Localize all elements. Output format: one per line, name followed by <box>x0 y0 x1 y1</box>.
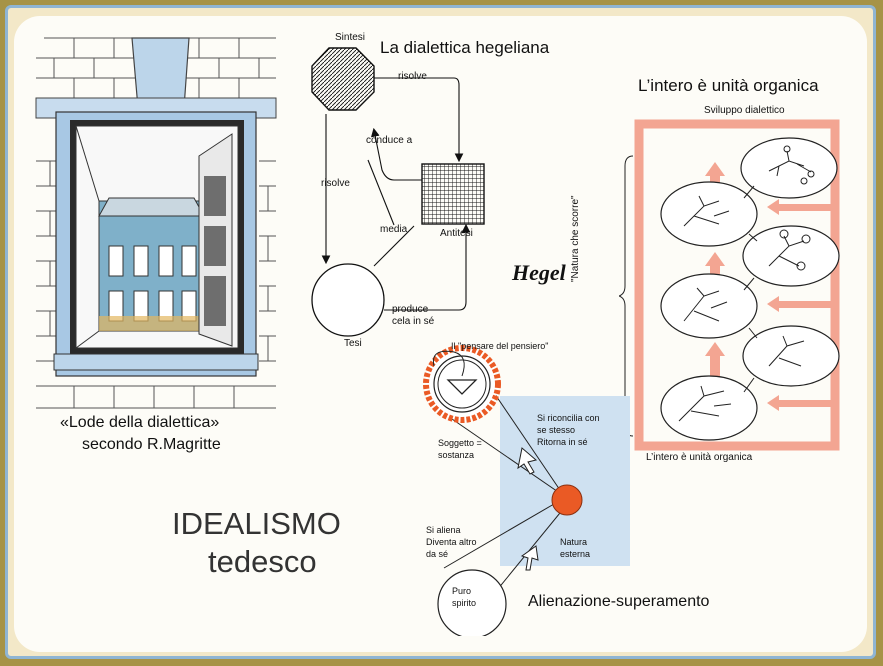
produce-label-line2: cela in sé <box>392 316 435 327</box>
puro-line2: spirito <box>452 598 477 608</box>
risolve-top-label: risolve <box>398 71 427 82</box>
sintesi-octagon <box>311 47 375 111</box>
risolve-left-label: risolve <box>321 178 350 189</box>
sviluppo-label: Sviluppo dialettico <box>704 105 785 116</box>
aliena-line2: Diventa altro <box>426 537 477 547</box>
tesi-label: Tesi <box>344 338 362 349</box>
riconcilia-line2: se stesso <box>537 425 576 435</box>
antitesi-label: Antitesi <box>440 228 473 239</box>
organic-bottom-label: L’intero è unità organica <box>646 452 753 463</box>
riconcilia-line1: Si riconcilia con <box>537 413 600 423</box>
aliena-line3: da sé <box>426 549 449 559</box>
main-title-line1: IDEALISMO <box>172 506 341 541</box>
puro-spirito-circle <box>437 569 507 636</box>
dialectic-title: La dialettica hegeliana <box>380 38 550 57</box>
antitesi-square <box>421 163 485 225</box>
soggetto-line2: sostanza <box>438 450 475 460</box>
magritte-caption-line1: «Lode della dialettica» <box>60 414 220 431</box>
natura-line1: Natura <box>560 537 588 547</box>
alienation-diagram <box>414 336 644 636</box>
soggetto-line1: Soggetto = <box>438 438 482 448</box>
organic-diagram <box>619 116 849 456</box>
magritte-window-illustration <box>14 16 284 416</box>
natura-esterna-node <box>551 484 583 516</box>
pensare-label: Il "pensare del pensiero" <box>451 341 549 351</box>
alienation-title: Alienazione-superamento <box>528 593 710 610</box>
sintesi-label: Sintesi <box>335 32 366 43</box>
hegel-label: Hegel <box>512 260 566 285</box>
main-title-line2: tedesco <box>208 544 317 579</box>
conduce-a-label: conduce a <box>366 135 413 146</box>
slide: «Lode della dialettica» secondo R.Magrit… <box>14 16 867 652</box>
dialectic-diagram <box>304 30 504 360</box>
produce-label-line1: produce <box>392 304 429 315</box>
puro-line1: Puro <box>452 586 472 596</box>
media-label: media <box>380 224 408 235</box>
tesi-circle <box>311 263 385 337</box>
natura-che-scorre-label: "Natura che scorre" <box>570 195 581 282</box>
natura-line2: esterna <box>560 549 591 559</box>
riconcilia-line3: Ritorna in sé <box>537 437 588 447</box>
magritte-caption-line2: secondo R.Magritte <box>82 436 221 453</box>
aliena-line1: Si aliena <box>426 525 461 535</box>
organic-title: L’intero è unità organica <box>638 76 819 95</box>
